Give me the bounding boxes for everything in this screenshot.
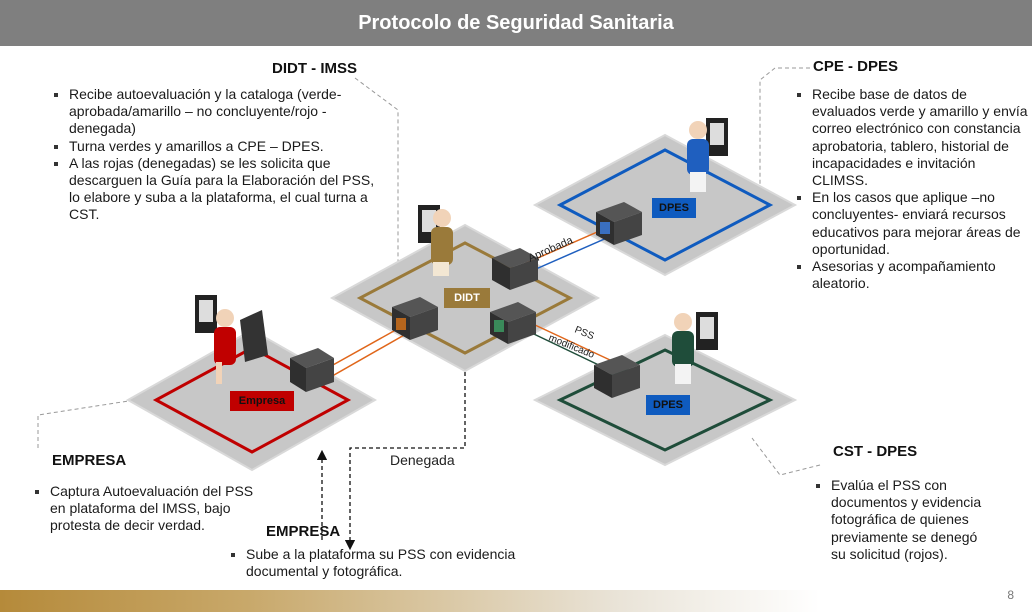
callout-cpe <box>759 67 810 200</box>
heading-empresa-2: EMPRESA <box>266 523 341 540</box>
list-item: Turna verdes y amarillos a CPE – DPES. <box>53 138 375 155</box>
server-icon-dpes-bottom <box>594 355 640 398</box>
heading-cst-dpes: CST - DPES <box>833 443 918 460</box>
list-item: Asesorias y acompañamiento aleatorio. <box>796 258 1028 292</box>
edge-label-denegada: Denegada <box>390 452 455 468</box>
list-item: En los casos que aplique –no concluyente… <box>796 189 1028 258</box>
server-icon-dpes-top <box>596 202 642 245</box>
server-icon-didt-top <box>492 248 538 290</box>
node-label-didt: DIDT <box>444 288 490 308</box>
server-icon-didt-right <box>490 302 536 344</box>
heading-didt-imss: DIDT - IMSS <box>272 60 357 77</box>
list-empresa: Captura Autoevaluación del PSS en plataf… <box>34 483 256 535</box>
list-empresa-2: Sube a la plataforma su PSS con evidenci… <box>230 546 520 580</box>
list-item: Recibe autoevaluación y la cataloga (ver… <box>53 86 375 138</box>
heading-empresa: EMPRESA <box>52 452 127 469</box>
page-title: Protocolo de Seguridad Sanitaria <box>358 11 674 34</box>
callout-empresa <box>37 399 136 448</box>
worker-dpes-bottom-icon <box>672 312 718 384</box>
list-item: Captura Autoevaluación del PSS en plataf… <box>34 483 256 535</box>
list-cpe-dpes: Recibe base de datos de evaluados verde … <box>796 86 1028 292</box>
callout-cst <box>751 437 821 476</box>
worker-empresa-icon <box>195 295 268 384</box>
flow-denegada <box>344 372 466 551</box>
list-item: Sube a la plataforma su PSS con evidenci… <box>230 546 520 580</box>
node-label-dpes-bottom: DPES <box>646 395 690 415</box>
heading-cpe-dpes: CPE - DPES <box>813 58 899 75</box>
server-icon-didt-left <box>392 297 438 340</box>
list-cst-dpes: Evalúa el PSS con documentos y evidencia… <box>815 477 990 563</box>
edge-label-pss: PSS <box>573 325 596 343</box>
callout-didt <box>354 77 399 265</box>
worker-dpes-top-icon <box>687 118 728 192</box>
list-item: A las rojas (denegadas) se les solicita … <box>53 155 375 224</box>
server-icon-empresa <box>290 348 334 392</box>
link-empresa-didt-2 <box>319 329 414 384</box>
list-item: Evalúa el PSS con documentos y evidencia… <box>815 477 990 563</box>
node-label-dpes-top: DPES <box>652 198 696 218</box>
worker-didt-icon <box>418 205 453 276</box>
list-item: Recibe base de datos de evaluados verde … <box>796 86 1028 189</box>
list-didt-imss: Recibe autoevaluación y la cataloga (ver… <box>53 86 375 224</box>
page-number: 8 <box>1007 588 1014 602</box>
edge-label-aprobada: Aprobada <box>526 234 575 265</box>
footer-gradient-bar <box>0 590 820 612</box>
title-bar: Protocolo de Seguridad Sanitaria <box>0 0 1032 46</box>
node-label-empresa: Empresa <box>230 391 294 411</box>
